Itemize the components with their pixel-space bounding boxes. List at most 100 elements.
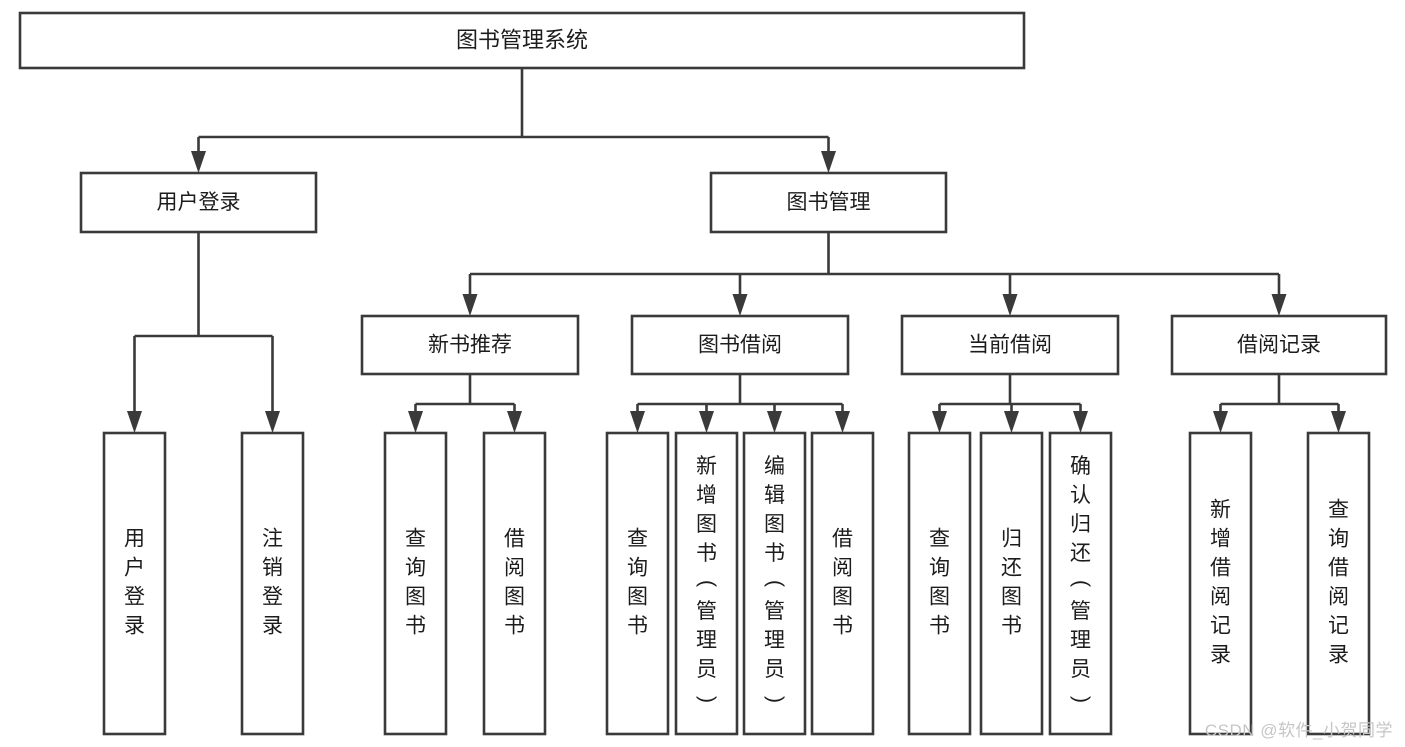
node-box[interactable] (810, 431, 875, 736)
node-label-char: 新 (1210, 499, 1231, 522)
node-box[interactable] (360, 314, 580, 376)
node-label-char: 书 (504, 615, 525, 638)
node-label-char: 录 (124, 615, 145, 638)
node-label-char: 书 (696, 542, 717, 565)
connector-group-l2-book-mgmt (462, 232, 1287, 316)
arrow-head-icon (1073, 411, 1088, 433)
node-label-char: 借 (504, 528, 525, 551)
node-label-char: ) (1070, 696, 1093, 703)
node-box[interactable] (18, 11, 1026, 70)
node-box[interactable] (900, 314, 1120, 376)
node-box[interactable] (742, 431, 807, 736)
node-label-char: 书 (832, 615, 853, 638)
node-label-char: 认 (1070, 484, 1091, 507)
node-label-char: 询 (405, 557, 426, 580)
node-box[interactable] (482, 431, 547, 736)
node-box[interactable] (102, 431, 167, 736)
node-label: 图书管理系统 (456, 27, 588, 52)
node-l3-book-borrow[interactable]: 图书借阅 (630, 314, 850, 376)
node-label-char: 编 (764, 455, 785, 478)
node-box[interactable] (383, 431, 448, 736)
node-box[interactable] (1170, 314, 1388, 376)
arrow-head-icon (1331, 411, 1346, 433)
node-box[interactable] (630, 314, 850, 376)
node-label-char: 图 (504, 586, 525, 609)
node-label-char: 借 (1210, 557, 1231, 580)
node-label-char: 归 (1001, 528, 1022, 551)
node-box[interactable] (240, 431, 305, 736)
node-box[interactable] (907, 431, 972, 736)
node-l2-book-mgmt[interactable]: 图书管理 (709, 171, 948, 234)
node-label-char: 登 (124, 586, 145, 609)
arrow-head-icon (1002, 294, 1018, 316)
arrow-head-icon (1004, 411, 1019, 433)
node-label: 图书管理 (787, 191, 871, 214)
node-label-char: ) (764, 696, 787, 703)
node-label-char: 阅 (1328, 586, 1349, 609)
arrow-head-icon (932, 411, 947, 433)
node-label: 图书借阅 (698, 334, 782, 357)
node-label-char: 理 (696, 629, 717, 652)
node-label-char: ( (696, 580, 719, 587)
connector-layer (127, 68, 1346, 433)
node-label-char: 记 (1210, 615, 1231, 638)
node-label: 用户登录 (124, 528, 145, 638)
node-l3-current-borrow[interactable]: 当前借阅 (900, 314, 1120, 376)
node-label-char: 理 (1070, 629, 1091, 652)
arrow-head-icon (1271, 294, 1287, 316)
node-root[interactable]: 图书管理系统 (18, 11, 1026, 70)
node-label-char: 图 (764, 513, 785, 536)
arrow-head-icon (191, 151, 206, 173)
arrow-head-icon (821, 151, 836, 173)
node-label-char: 图 (929, 586, 950, 609)
node-label-char: 理 (764, 629, 785, 652)
node-label: 当前借阅 (968, 334, 1052, 357)
node-label-char: ) (696, 696, 719, 703)
node-leaf-user-login[interactable]: 用户登录 (102, 431, 167, 736)
arrow-head-icon (265, 411, 280, 433)
node-label-char: 员 (1070, 658, 1091, 681)
node-label-char: 阅 (1210, 586, 1231, 609)
node-label-char: 管 (1070, 600, 1091, 623)
node-l3-borrow-record[interactable]: 借阅记录 (1170, 314, 1388, 376)
node-box[interactable] (709, 171, 948, 234)
connector-group-l3-book-borrow (630, 374, 850, 433)
arrow-head-icon (127, 411, 142, 433)
connector-group-l3-current-borrow (932, 374, 1088, 433)
node-label-char: 图 (405, 586, 426, 609)
node-box[interactable] (1306, 431, 1371, 736)
node-label-char: 用 (124, 528, 145, 551)
node-label-char: 户 (124, 557, 145, 580)
node-l2-user-login[interactable]: 用户登录 (79, 171, 318, 234)
arrow-head-icon (630, 411, 645, 433)
node-box[interactable] (1188, 431, 1253, 736)
node-label-char: 录 (1210, 644, 1231, 667)
connector-group-l3-new-book-rec (408, 374, 522, 433)
node-l3-new-book-rec[interactable]: 新书推荐 (360, 314, 580, 376)
node-box[interactable] (979, 431, 1044, 736)
node-box[interactable] (674, 431, 739, 736)
node-box[interactable] (79, 171, 318, 234)
node-label: 借阅记录 (1237, 334, 1321, 357)
arrow-head-icon (1213, 411, 1228, 433)
node-box[interactable] (605, 431, 670, 736)
node-box[interactable] (1048, 431, 1113, 736)
